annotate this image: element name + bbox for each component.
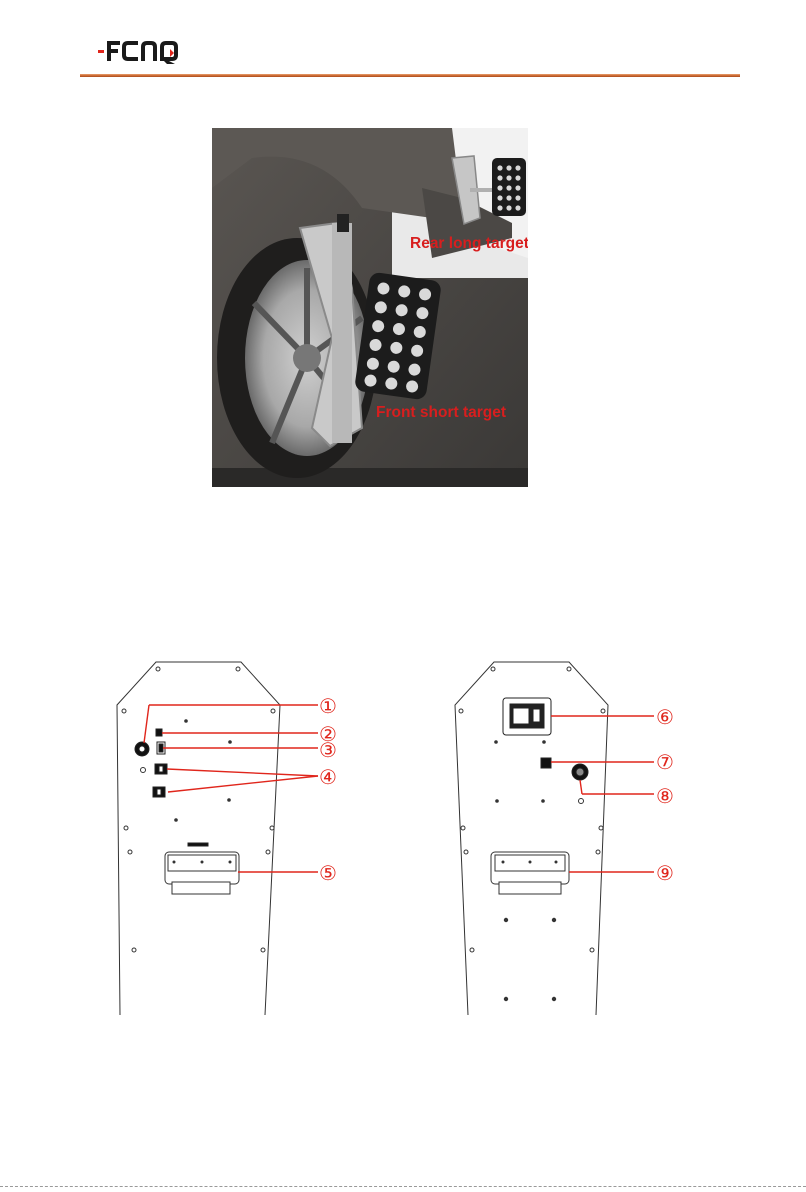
callout-4: ④ [319,765,337,789]
callout-9: ⑨ [656,861,674,885]
rear-long-target-label: Rear long target [410,235,528,253]
callout-6: ⑥ [656,705,674,729]
wheel-target-photo: Rear long target Front short target [212,128,528,487]
footer-rule [0,1186,806,1187]
front-short-target-label: Front short target [376,404,506,422]
sensor-panels-diagram: ① ② ③ ④ ⑤ ⑥ ⑦ ⑧ ⑨ [100,650,700,1030]
callout-1: ① [319,694,337,718]
callout-5: ⑤ [319,861,337,885]
left-panel-outline [117,662,280,1015]
wheel-target-illustration [212,128,528,487]
fcar-logo [98,38,198,64]
callout-8: ⑧ [656,784,674,808]
callout-7: ⑦ [656,750,674,774]
callout-3: ③ [319,738,337,762]
header-rule [80,74,740,77]
